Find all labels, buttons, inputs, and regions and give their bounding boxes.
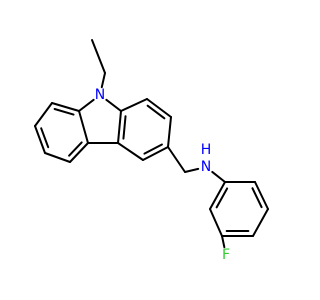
double-bond-C3-C4 — [143, 143, 163, 155]
double-bond-C6-C7 — [40, 127, 50, 149]
bond-P5-P6 — [254, 181, 269, 210]
ring-nitrogen-label: N — [95, 87, 105, 103]
bond-C1-C2 — [146, 98, 172, 118]
bond-C6-C7 — [34, 125, 46, 154]
bond-C9a-C1 — [120, 98, 148, 112]
bond-C3-CH2 — [167, 146, 186, 173]
bond-C7-C8 — [34, 102, 53, 127]
bond-C5-C6 — [44, 152, 71, 163]
bond-C4b-C5 — [69, 142, 89, 163]
bond-P4-P5 — [252, 208, 269, 237]
bond-C8a-C4b — [78, 110, 89, 144]
bond-C2-C3 — [167, 116, 172, 148]
double-bond-C1-C2 — [146, 104, 166, 120]
bond-P3-F — [221, 235, 226, 249]
bond-C4-C4a — [117, 142, 144, 161]
double-bond-P1-P2 — [215, 187, 229, 209]
double-bond-C8-C8a — [53, 107, 75, 116]
structure-diagram: N H N F — [34, 39, 269, 263]
bond-Et2-Et1 — [91, 39, 106, 74]
bond-C9a-C4a — [117, 110, 122, 144]
bond-CH2-NH — [184, 167, 200, 173]
bond-NH-P1 — [211, 170, 226, 183]
amine-nitrogen-label: N — [201, 159, 211, 175]
bond-N9-C8a — [78, 98, 95, 112]
bond-P1-P2 — [209, 181, 226, 210]
fluorine-label: F — [222, 247, 230, 263]
bond-C3-C4 — [142, 146, 169, 161]
bond-N9-C9a — [105, 98, 122, 112]
double-bond-C4b-C5 — [68, 141, 83, 157]
amine-hydrogen-label: H — [201, 142, 212, 158]
bond-Et1-N9 — [100, 72, 106, 89]
bond-C8-C8a — [51, 102, 80, 112]
bond-group — [34, 39, 269, 249]
bond-P2-P3 — [209, 208, 223, 237]
double-bond-P5-P6 — [251, 187, 263, 209]
double-bond-C4a-C9a — [122, 115, 127, 140]
